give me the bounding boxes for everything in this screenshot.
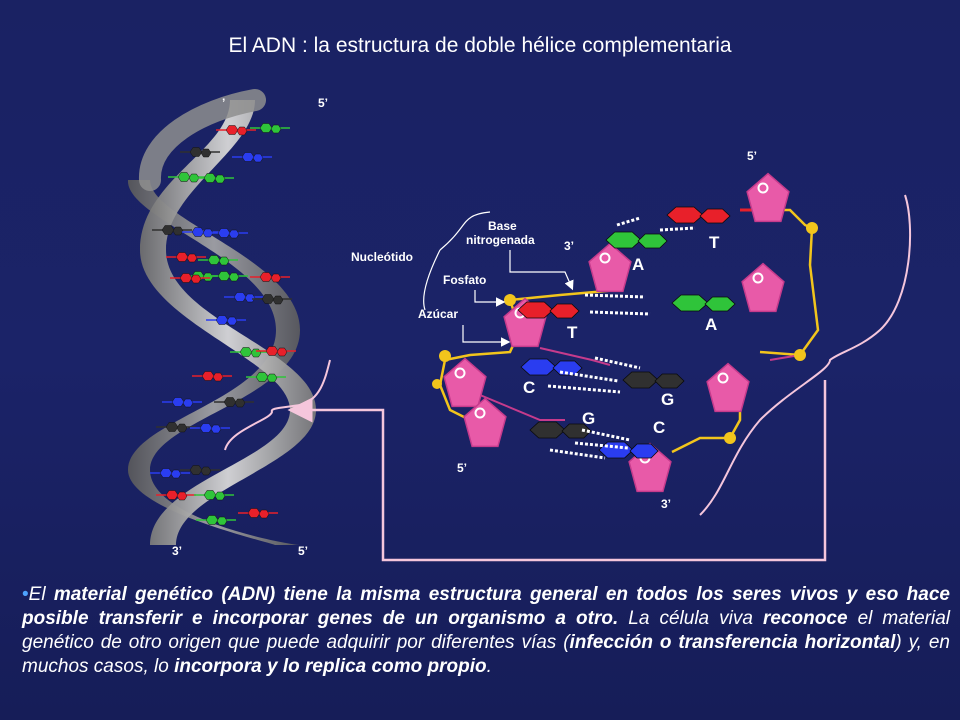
helix-base-g bbox=[152, 225, 192, 236]
helix-bracket bbox=[224, 359, 331, 451]
caption-text: •El material genético (ADN) tiene la mis… bbox=[22, 584, 950, 677]
end-label-5prime: 5’ bbox=[457, 461, 467, 475]
helix-base-c bbox=[182, 227, 222, 238]
detail-base-g bbox=[622, 371, 685, 389]
helix-base-g bbox=[156, 422, 196, 433]
helix-base-c bbox=[206, 315, 246, 326]
base-letter-c: C bbox=[653, 418, 665, 437]
helix-back-strand bbox=[127, 180, 300, 545]
helix-base-a bbox=[208, 271, 248, 282]
sugar-pentagon bbox=[588, 242, 632, 293]
detail-base-c bbox=[598, 441, 659, 459]
helix-base-c bbox=[162, 397, 202, 408]
helix-base-a bbox=[230, 347, 270, 358]
base-letter-t: T bbox=[709, 233, 720, 252]
end-label-3prime: 3’ bbox=[661, 497, 671, 511]
helix-base-t bbox=[216, 125, 256, 136]
helix-base-t bbox=[250, 272, 290, 283]
hydrogen-bond bbox=[574, 441, 629, 450]
sugar-pentagon bbox=[463, 397, 507, 448]
phosphate-dot bbox=[504, 294, 516, 306]
helix-top-right-label: 5’ bbox=[318, 96, 328, 110]
hydrogen-bond bbox=[616, 216, 641, 227]
helix-base-a bbox=[246, 372, 286, 383]
base-letter-g: G bbox=[582, 409, 595, 428]
helix-base-t bbox=[192, 371, 232, 382]
helix-base-t bbox=[256, 346, 296, 357]
helix-base-a bbox=[194, 490, 234, 501]
hydrogen-bond bbox=[581, 428, 631, 442]
base-letter-t: T bbox=[567, 323, 578, 342]
sugar-pentagon bbox=[746, 172, 790, 223]
helix-base-a bbox=[196, 515, 236, 526]
connection-arrow bbox=[287, 380, 827, 562]
sugar-pentagon bbox=[443, 357, 487, 408]
helix-base-a bbox=[250, 123, 290, 134]
dna-detail: T A A T C G G C 5’ 3’ 5’ 3’ Base nitroge… bbox=[351, 149, 820, 511]
helix-bottom-right-label: 5’ bbox=[298, 544, 308, 558]
label-base: Base bbox=[488, 219, 517, 233]
label-phosphate: Fosfato bbox=[443, 273, 486, 287]
base-letter-c: C bbox=[523, 378, 535, 397]
phosphate-dot bbox=[724, 432, 736, 444]
helix-base-c bbox=[190, 423, 230, 434]
end-label-5prime: 5’ bbox=[747, 149, 757, 163]
label-base-nitrogenada: nitrogenada bbox=[466, 233, 535, 247]
hydrogen-bond bbox=[547, 384, 621, 394]
sugar-pentagon bbox=[741, 262, 785, 313]
helix-base-t bbox=[156, 490, 196, 501]
hydrogen-bond bbox=[594, 356, 641, 370]
helix-base-g bbox=[180, 147, 220, 158]
helix-base-t bbox=[170, 273, 210, 284]
helix-base-g bbox=[252, 294, 292, 305]
helix-base-a bbox=[194, 173, 234, 184]
base-letter-a: A bbox=[632, 255, 644, 274]
hydrogen-bond bbox=[589, 310, 651, 316]
label-nucleotide: Nucleótido bbox=[351, 250, 413, 264]
helix-base-c bbox=[224, 292, 264, 303]
slide-title: El ADN : la estructura de doble hélice c… bbox=[228, 34, 732, 57]
hydrogen-bond bbox=[659, 226, 696, 232]
phosphate-dot bbox=[794, 349, 806, 361]
phosphate-dot bbox=[439, 350, 451, 362]
detail-base-a bbox=[605, 231, 668, 249]
helix-bottom-left-label: 3’ bbox=[172, 544, 182, 558]
detail-base-t bbox=[517, 301, 580, 319]
base-letter-g: G bbox=[661, 390, 674, 409]
detail-bracket bbox=[699, 194, 912, 516]
phosphate-dot bbox=[806, 222, 818, 234]
hydrogen-bond bbox=[549, 448, 606, 460]
detail-base-t bbox=[666, 206, 731, 224]
helix-base-c bbox=[150, 468, 190, 479]
hydrogen-bond bbox=[584, 293, 646, 299]
sugar-pentagon bbox=[706, 362, 750, 413]
helix-base-g bbox=[180, 465, 220, 476]
helix-base-t bbox=[166, 252, 206, 263]
detail-base-a bbox=[671, 294, 736, 312]
helix-base-c bbox=[232, 152, 272, 163]
end-label-3prime: 3’ bbox=[564, 239, 574, 253]
bullet: • bbox=[22, 584, 29, 605]
helix-base-a bbox=[198, 255, 238, 266]
helix-base-c bbox=[208, 228, 248, 239]
phosphate-dot bbox=[432, 379, 442, 389]
helix-top-left-label: ’ bbox=[222, 96, 225, 110]
label-sugar: Azúcar bbox=[418, 307, 458, 321]
helix-base-g bbox=[214, 397, 254, 408]
detail-base-g bbox=[529, 421, 592, 439]
double-helix: ’ 5’ 3’ 5’ bbox=[127, 89, 331, 558]
helix-base-t bbox=[238, 508, 278, 519]
base-letter-a: A bbox=[705, 315, 717, 334]
